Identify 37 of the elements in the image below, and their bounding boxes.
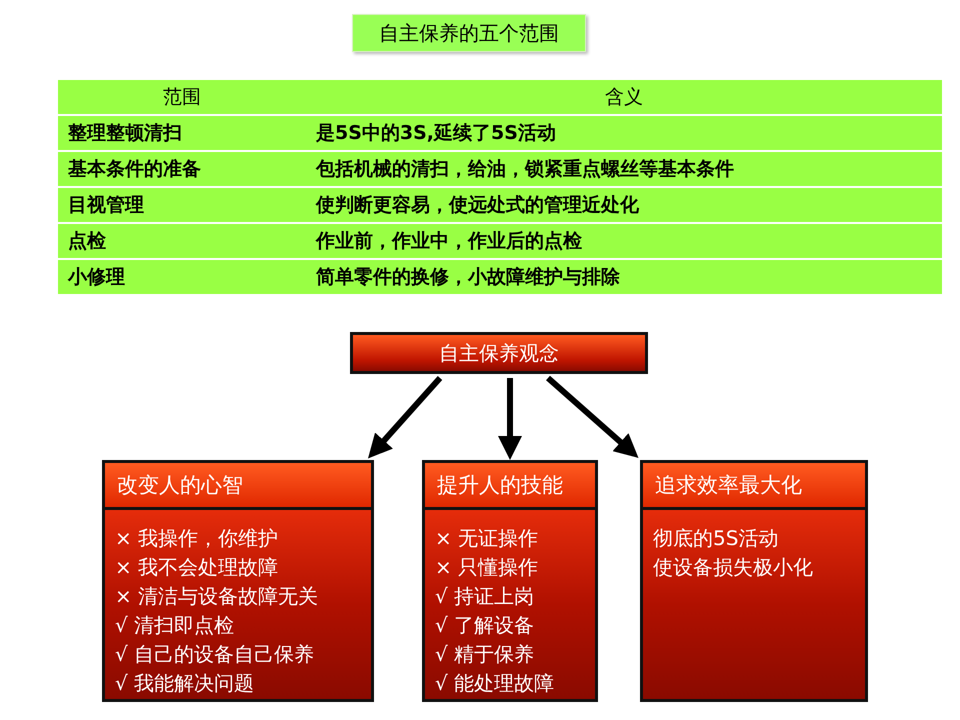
list-item: × 我不会处理故障 — [114, 554, 280, 581]
card-heading: 追求效率最大化 — [643, 463, 865, 510]
concept-card — [422, 460, 598, 702]
arrow — [546, 376, 638, 458]
concept-card — [640, 460, 868, 702]
list-item: × 只懂操作 — [434, 554, 540, 581]
table-cell: 目视管理 — [58, 188, 306, 222]
list-item: √ 精于保养 — [434, 641, 536, 668]
table-cell: 基本条件的准备 — [58, 152, 306, 186]
list-item: × 无证操作 — [434, 525, 540, 552]
list-item: √ 自己的设备自己保养 — [114, 641, 316, 668]
list-item: √ 持证上岗 — [434, 583, 536, 610]
table-cell: 小修理 — [58, 260, 306, 294]
list-item: √ 了解设备 — [434, 612, 536, 639]
arrow — [498, 378, 522, 460]
card-heading: 改变人的心智 — [105, 463, 371, 510]
table-cell: 是5S中的3S,延续了5S活动 — [306, 116, 942, 150]
list-item: × 清洁与设备故障无关 — [114, 583, 320, 610]
list-item: √ 清扫即点检 — [114, 612, 236, 639]
arrow — [368, 376, 442, 458]
table-cell: 整理整顿清扫 — [58, 116, 306, 150]
table-cell: 点检 — [58, 224, 306, 258]
list-item: √ 能处理故障 — [434, 670, 556, 697]
title-box: 自主保养的五个范围 — [352, 14, 586, 52]
table-cell: 简单零件的换修，小故障维护与排除 — [306, 260, 942, 294]
concept-card — [102, 460, 374, 702]
list-item: √ 我能解决问题 — [114, 670, 256, 697]
list-item: × 我操作，你维护 — [114, 525, 280, 552]
header-cell: 含义 — [306, 80, 942, 114]
concept-box: 自主保养观念 — [350, 332, 648, 374]
table-cell: 作业前，作业中，作业后的点检 — [306, 224, 942, 258]
header-cell: 范围 — [58, 80, 306, 114]
card-heading: 提升人的技能 — [425, 463, 595, 510]
table-cell: 使判断更容易，使远处式的管理近处化 — [306, 188, 942, 222]
list-item: 使设备损失极小化 — [652, 554, 814, 581]
list-item: 彻底的5S活动 — [652, 525, 780, 552]
table-cell: 包括机械的清扫，给油，锁紧重点螺丝等基本条件 — [306, 152, 942, 186]
